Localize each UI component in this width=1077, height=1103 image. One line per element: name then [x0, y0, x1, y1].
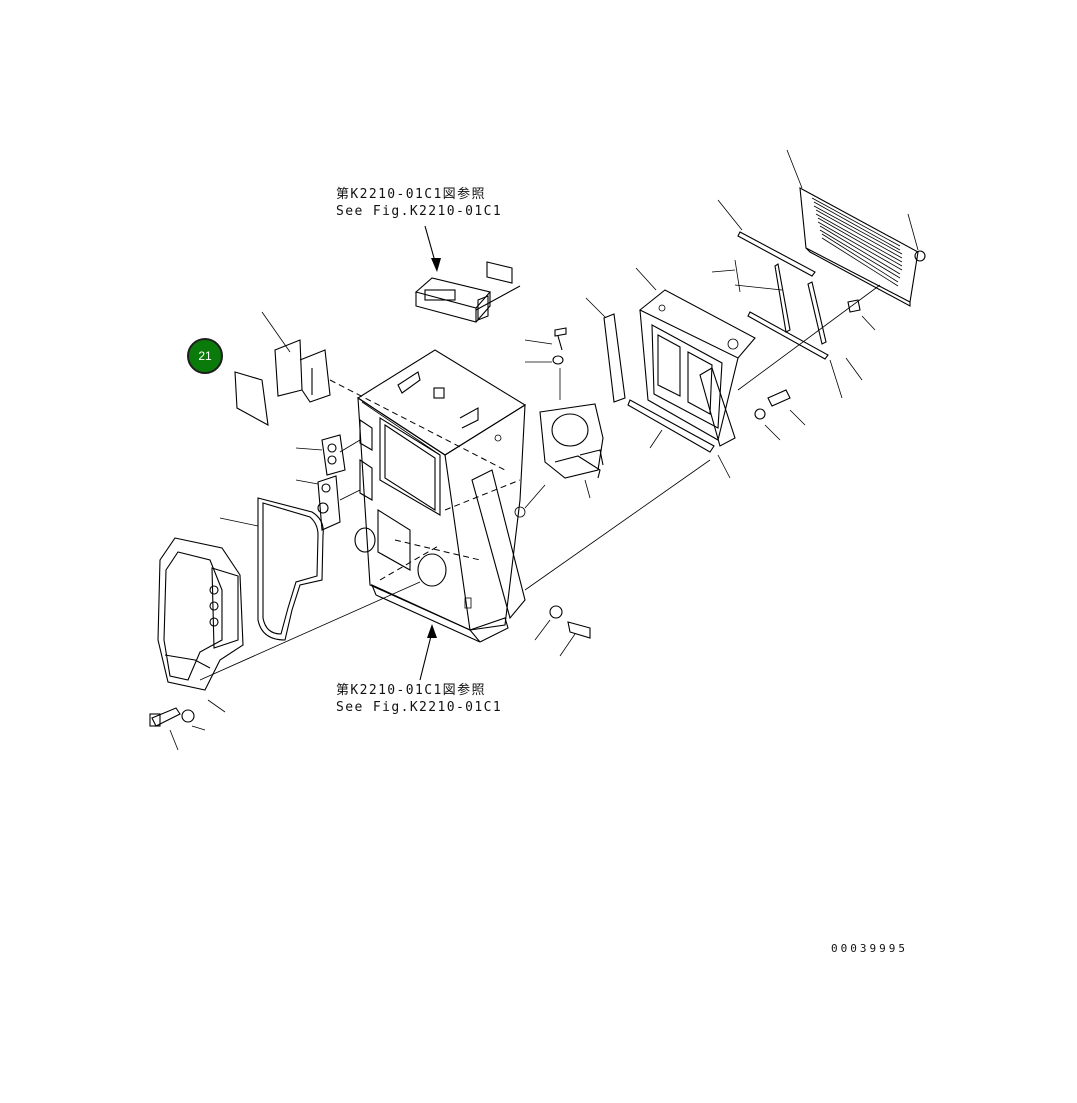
- reference-note-bottom-jp: 第K2210-01C1図参照: [336, 683, 486, 698]
- seal-strips: [711, 199, 863, 399]
- controller-box: [414, 261, 521, 323]
- reference-note-bottom: 第K2210-01C1図参照 See Fig.K2210-01C1: [336, 682, 502, 716]
- label-plate: [234, 311, 331, 427]
- reference-note-top-jp: 第K2210-01C1図参照: [336, 187, 486, 202]
- callout-marker-21[interactable]: 21: [187, 338, 223, 374]
- gasket: [219, 497, 324, 641]
- reference-note-top-en: See Fig.K2210-01C1: [336, 204, 503, 219]
- mounting-bracket: [524, 327, 604, 509]
- side-cover: [157, 537, 421, 691]
- louver-cover: [786, 149, 926, 331]
- reference-leaders: [419, 225, 441, 681]
- reference-note-bottom-en: See Fig.K2210-01C1: [336, 700, 503, 715]
- console-frame: [329, 349, 527, 643]
- drawing-code: 00039995: [831, 942, 908, 955]
- bottom-fasteners: [149, 459, 711, 751]
- reference-note-top: 第K2210-01C1図参照 See Fig.K2210-01C1: [336, 186, 502, 220]
- rear-panel-assembly: [585, 267, 881, 479]
- switch-modules: [295, 434, 361, 531]
